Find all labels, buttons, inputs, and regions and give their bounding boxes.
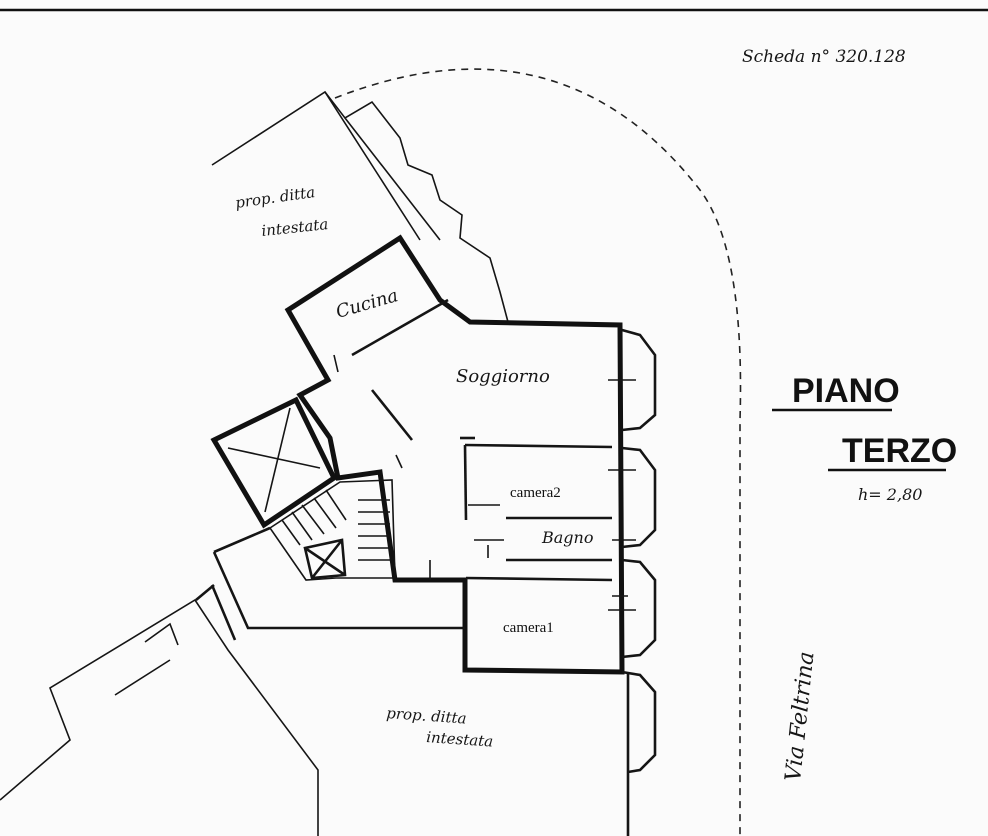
- floor-height-label: h= 2,80: [858, 485, 922, 504]
- neighbor-top-line1: prop. ditta: [234, 183, 316, 212]
- kitchen-wall: [351, 298, 449, 357]
- room-label-bedroom1: camera1: [503, 620, 554, 636]
- bedroom1-wall-top: [465, 576, 613, 582]
- bedroom2-wall-top: [464, 443, 613, 449]
- neighbor-bottom-line2: intestata: [426, 728, 494, 751]
- door-marks: [333, 354, 504, 580]
- stair-cross-1: [227, 447, 321, 469]
- street-name-label: Via Feltrina: [781, 650, 819, 782]
- bay-window-1: [621, 328, 657, 432]
- sheet-number-label: Scheda n° 320.128: [742, 47, 906, 67]
- stair-outline: [210, 396, 338, 529]
- floor-title-line2: TERZO: [842, 432, 957, 470]
- bay-window-3: [621, 558, 657, 659]
- neighbor-top-inner: [324, 91, 441, 241]
- floor-title-line1: PIANO: [792, 372, 900, 410]
- bedroom2-wall-left: [463, 444, 468, 521]
- bay-window-2: [621, 446, 657, 549]
- living-partition: [370, 389, 414, 441]
- stairs-steps: [268, 479, 396, 581]
- lower-landing: [195, 526, 465, 641]
- stair-cross-2: [264, 407, 291, 513]
- street-boundary-dashed: [334, 68, 742, 836]
- room-label-bathroom: Bagno: [541, 528, 593, 547]
- neighbor-bottom-outline: [0, 598, 319, 836]
- room-label-bedroom2: camera2: [510, 485, 561, 501]
- neighbor-bottom-line1: prop. ditta: [386, 704, 467, 728]
- apartment-outer-wall: [284, 234, 625, 675]
- bay-window-4: [621, 670, 657, 774]
- window-ticks: [608, 379, 636, 611]
- room-label-living: Soggiorno: [456, 366, 550, 387]
- room-label-kitchen: Cucina: [334, 285, 401, 323]
- elevator-box: [303, 538, 347, 580]
- neighbor-top-line2: intestata: [261, 215, 330, 240]
